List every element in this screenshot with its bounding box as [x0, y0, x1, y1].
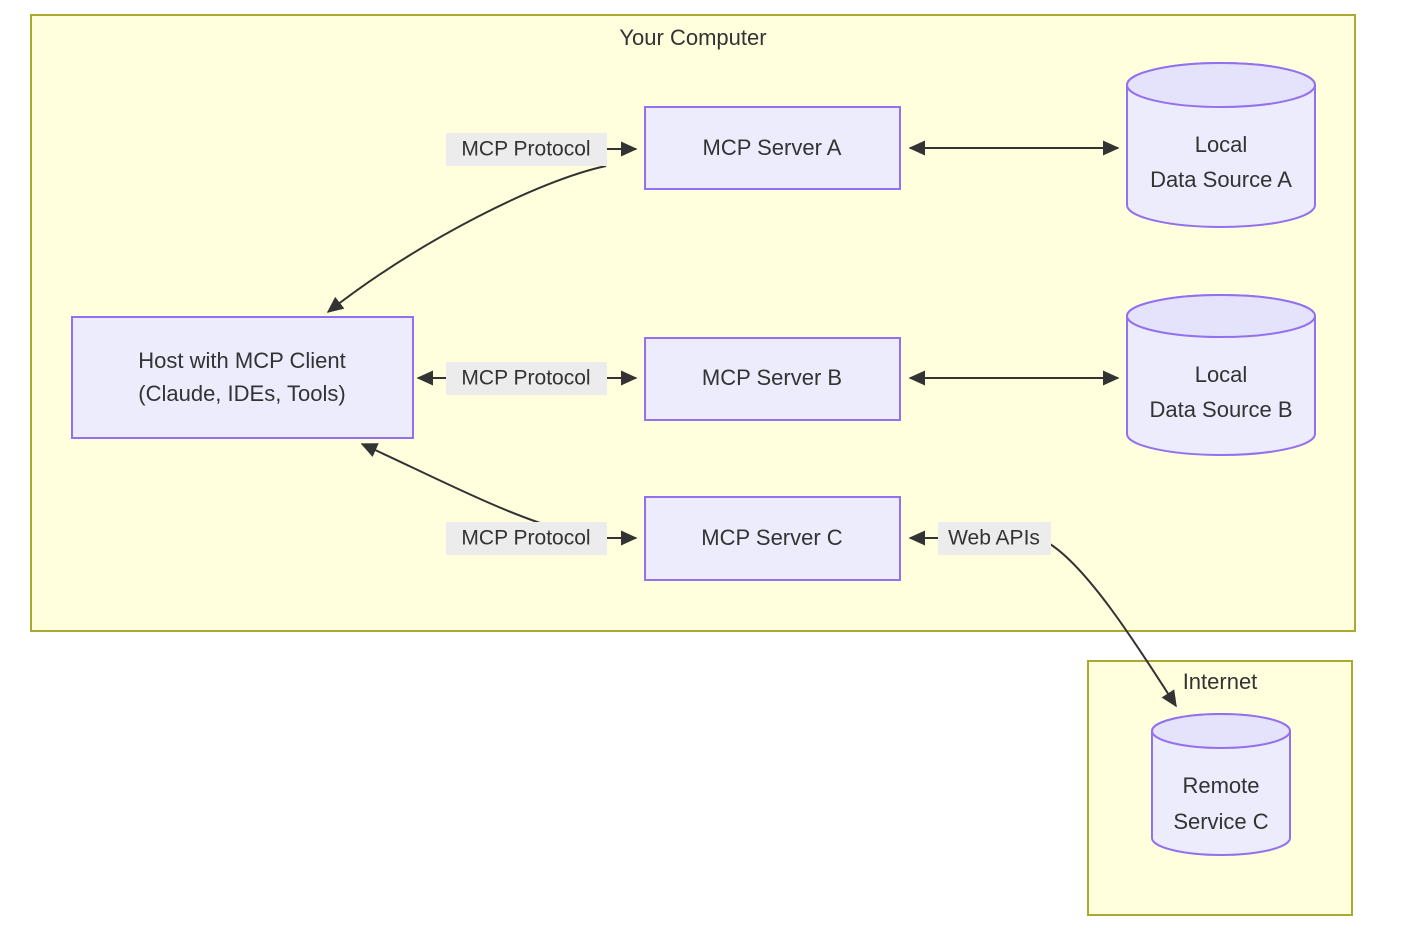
edge-label-host-server-b-text: MCP Protocol [461, 367, 590, 390]
edge-label-host-server-c-text: MCP Protocol [461, 527, 590, 550]
edge-host-server-c-path [360, 443, 557, 529]
edge-label-host-server-a: MCP Protocol [446, 133, 607, 166]
edge-label-web-apis: Web APIs [938, 522, 1051, 555]
node-local-data-source-a[interactable]: Local Data Source A [1126, 62, 1316, 228]
edge-label-web-apis-text: Web APIs [948, 527, 1040, 550]
cluster-your-computer-label: Your Computer [619, 25, 766, 50]
node-mcp-server-c[interactable]: MCP Server C [644, 496, 901, 581]
node-data-source-b-label-line1: Local [1195, 362, 1248, 387]
cluster-internet-label: Internet [1183, 669, 1258, 694]
node-mcp-server-c-box[interactable] [644, 496, 901, 581]
edge-label-web-apis-bg [938, 522, 1051, 555]
node-mcp-server-a-label: MCP Server A [703, 135, 842, 160]
node-data-source-a-label-line2: Data Source A [1150, 167, 1292, 192]
node-mcp-server-a[interactable]: MCP Server A [644, 106, 901, 190]
node-remote-service-c-label-line1: Remote [1182, 773, 1259, 798]
edge-label-host-server-a-text: MCP Protocol [461, 138, 590, 161]
node-data-source-b-label-line2: Data Source B [1149, 397, 1292, 422]
node-mcp-server-b-label: MCP Server B [702, 365, 842, 390]
edge-label-host-server-a-bg [446, 133, 607, 166]
node-host-with-mcp-client[interactable]: Host with MCP Client (Claude, IDEs, Tool… [71, 316, 414, 439]
edge-label-host-server-c: MCP Protocol [446, 522, 607, 555]
node-data-source-a-label-line1: Local [1195, 132, 1248, 157]
edge-server-c-remote-service-c-path [1049, 543, 1177, 708]
node-host-label-line1: Host with MCP Client [138, 348, 345, 373]
edge-host-server-a-path [326, 165, 607, 313]
node-local-data-source-b[interactable]: Local Data Source B [1126, 294, 1316, 456]
node-mcp-server-b-box[interactable] [644, 337, 901, 421]
node-remote-service-c-label-line2: Service C [1173, 809, 1268, 834]
node-data-source-b-top [1126, 294, 1316, 338]
node-mcp-server-b[interactable]: MCP Server B [644, 337, 901, 421]
node-remote-service-c[interactable]: Remote Service C [1151, 713, 1291, 856]
edge-label-host-server-b-bg [446, 362, 607, 395]
node-data-source-a-top [1126, 62, 1316, 108]
node-mcp-server-c-label: MCP Server C [701, 525, 843, 550]
edge-label-host-server-b: MCP Protocol [446, 362, 607, 395]
edge-label-host-server-c-bg [446, 522, 607, 555]
node-remote-service-c-top [1151, 713, 1291, 749]
node-host-label-line2: (Claude, IDEs, Tools) [138, 381, 345, 406]
node-host-box[interactable] [71, 316, 414, 439]
node-mcp-server-a-box[interactable] [644, 106, 901, 190]
